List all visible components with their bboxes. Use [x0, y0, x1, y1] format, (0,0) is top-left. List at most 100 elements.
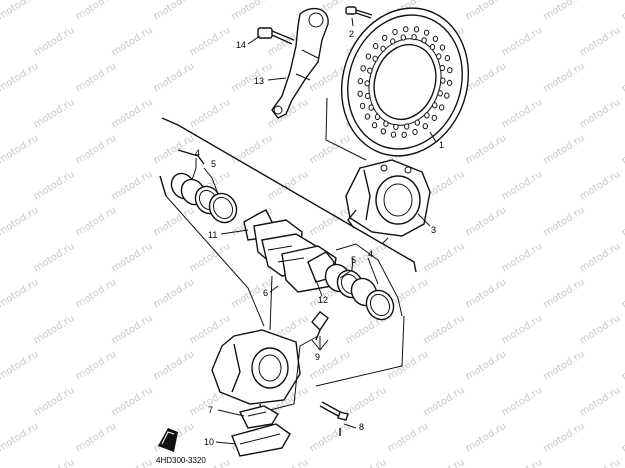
disc-hole: [429, 43, 436, 51]
watermark-text: motod.ru: [464, 205, 509, 239]
disc-hole: [359, 102, 366, 110]
watermark-text: motod.ru: [542, 349, 587, 383]
callout-5-left: 5: [211, 159, 216, 169]
watermark-text: motod.ru: [620, 205, 625, 239]
watermark-text: motod.ru: [578, 97, 623, 131]
watermark-text: motod.ru: [0, 205, 40, 239]
watermark-text: motod.ru: [542, 205, 587, 239]
pad-pin: [319, 401, 349, 436]
watermark-text: motod.ru: [578, 385, 623, 419]
watermark-text: motod.ru: [74, 205, 119, 239]
torque-arm: [271, 7, 329, 119]
watermark-text: motod.ru: [500, 385, 545, 419]
disc-hole: [444, 92, 450, 99]
watermark-text: motod.ru: [542, 133, 587, 167]
watermark-text: motod.ru: [542, 61, 587, 95]
callout-5-right: 5: [351, 255, 356, 265]
watermark-text: motod.ru: [32, 97, 77, 131]
leader-disc-to-caliper: [325, 97, 389, 245]
callout-3: 3: [431, 225, 436, 235]
disc-hole: [432, 102, 438, 109]
watermark-text: motod.ru: [110, 241, 155, 275]
watermark-text: motod.ru: [422, 457, 467, 468]
bleed-screw: [311, 311, 329, 341]
watermark-text: motod.ru: [230, 133, 275, 167]
watermark-text: motod.ru: [110, 385, 155, 419]
brake-disc: [340, 7, 470, 157]
watermark-text: motod.ru: [500, 313, 545, 347]
watermark-text: motod.ru: [188, 313, 233, 347]
watermark-text: motod.ru: [74, 421, 119, 455]
watermark-text: motod.ru: [0, 133, 40, 167]
disc-hole: [368, 104, 374, 111]
pad-shim: [231, 423, 291, 457]
disc-hole: [423, 29, 430, 36]
watermark-text: motod.ru: [32, 25, 77, 59]
disc-hole: [432, 35, 439, 42]
callout-10: 10: [204, 437, 214, 447]
disc-hole: [393, 123, 399, 131]
disc-hole: [424, 112, 430, 119]
disc-hole: [364, 113, 371, 120]
disc-hole: [390, 131, 397, 138]
watermark-text: motod.ru: [578, 25, 623, 59]
watermark-text: motod.ru: [152, 205, 197, 239]
disc-bolt: [345, 6, 373, 19]
watermark-text: motod.ru: [74, 61, 119, 95]
watermark-text: motod.ru: [620, 277, 625, 311]
pad-clip: [238, 405, 279, 429]
watermark-text: motod.ru: [386, 421, 431, 455]
piston-seal-group-right: [307, 243, 403, 321]
watermark-text: motod.ru: [578, 241, 623, 275]
watermark-text: motod.ru: [542, 421, 587, 455]
front-arrow-icon: [158, 428, 178, 452]
disc-hole: [374, 113, 381, 121]
watermark-text: motod.ru: [500, 25, 545, 59]
disc-hole: [403, 26, 409, 33]
watermark-text: motod.ru: [0, 0, 40, 23]
callout-leaders: [191, 17, 437, 445]
disc-hole: [437, 90, 443, 97]
watermark-text: motod.ru: [110, 169, 155, 203]
watermark-text: motod.ru: [74, 133, 119, 167]
disc-hole: [357, 90, 363, 97]
disc-hole: [400, 34, 406, 41]
disc-hole: [380, 45, 386, 52]
caliper-assembly: [345, 159, 431, 237]
watermark-text: motod.ru: [620, 0, 625, 23]
disc-hole: [390, 38, 396, 45]
watermark-text: motod.ru: [0, 61, 40, 95]
disc-hole: [440, 77, 446, 84]
disc-holes: [357, 26, 453, 138]
disc-hole: [444, 55, 451, 62]
watermark-text: motod.ru: [0, 421, 40, 455]
watermark-text: motod.ru: [464, 61, 509, 95]
disc-hole: [380, 128, 387, 135]
assembly-guide-lines: [165, 195, 405, 411]
watermark-text: motod.ru: [230, 0, 275, 23]
disc-hole: [364, 80, 370, 87]
callout-labels: 1 2 3 4 4 5 5 6 7 8 9 10 11 12 13 14: [195, 29, 444, 447]
watermark-text: motod.ru: [620, 349, 625, 383]
callout-12: 12: [318, 295, 328, 305]
disc-hole: [367, 67, 373, 74]
callout-13: 13: [254, 76, 264, 86]
callout-8: 8: [359, 422, 364, 432]
callout-14: 14: [236, 40, 246, 50]
watermark-text: motod.ru: [578, 169, 623, 203]
callout-1: 1: [439, 140, 444, 150]
watermark-text: motod.ru: [464, 421, 509, 455]
watermark-text: motod.ru: [620, 133, 625, 167]
watermark-text: motod.ru: [74, 0, 119, 23]
watermark-text: motod.ru: [32, 313, 77, 347]
watermark-text: motod.ru: [344, 385, 389, 419]
disc-hole: [365, 53, 372, 60]
disc-hole: [447, 67, 453, 74]
watermark-text: motod.ru: [386, 349, 431, 383]
disc-hole: [411, 34, 417, 41]
watermark-text: motod.ru: [308, 421, 353, 455]
watermark-text: motod.ru: [464, 0, 509, 23]
watermark-text: motod.ru: [578, 313, 623, 347]
